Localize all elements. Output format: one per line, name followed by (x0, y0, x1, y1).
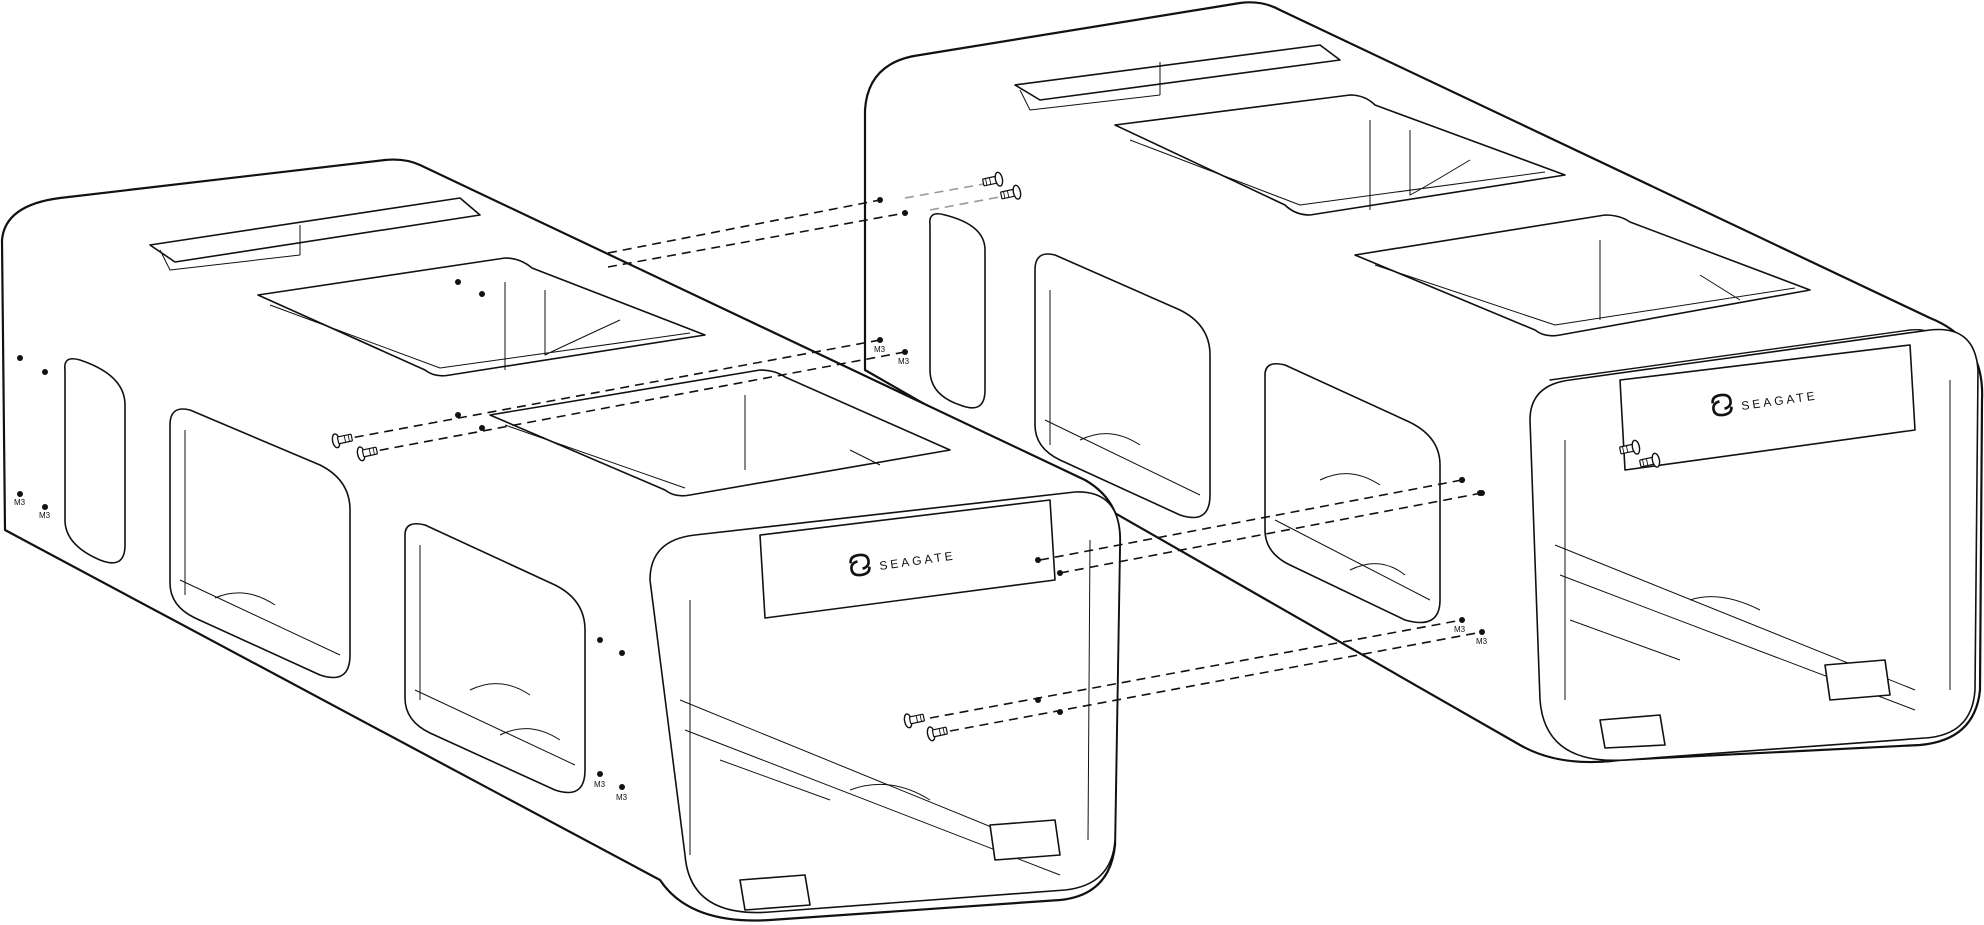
screw-group-bottom-right (1619, 439, 1661, 468)
rear-top-opening-2 (1114, 94, 1566, 216)
screw-group-bottom-left (903, 713, 948, 742)
front-front-panel (759, 499, 1056, 619)
rear-side-window-2 (1034, 253, 1211, 519)
screw (1000, 184, 1022, 200)
screw (356, 446, 378, 462)
front-size-label-2: M3 (39, 511, 51, 520)
front-side-window-1 (63, 357, 126, 564)
rear-size-label-4: M3 (898, 357, 910, 366)
screw-group-top-left (331, 433, 378, 462)
front-size-label-4: M3 (616, 793, 628, 802)
rear-enclosure: SEAGATE M3 M3 (863, 1, 1984, 764)
front-size-label-3: M3 (594, 780, 606, 789)
rear-size-label-2: M3 (1476, 637, 1488, 646)
screw-group-top-right (982, 171, 1022, 200)
assembly-guide-lines (339, 181, 1483, 732)
seagate-logo-icon (1711, 393, 1733, 417)
screw (1619, 439, 1641, 455)
rear-size-label-3: M3 (874, 345, 886, 354)
screw (1639, 452, 1661, 468)
seagate-logo-icon (849, 553, 871, 577)
front-top-opening-3 (489, 369, 951, 497)
rear-front-panel (1619, 344, 1916, 471)
rear-side-window-3 (1264, 362, 1441, 624)
screw (982, 171, 1004, 187)
rear-top-opening-3 (1354, 214, 1811, 337)
front-top-opening-1 (149, 197, 481, 263)
rear-side-window-1 (928, 212, 986, 409)
rear-top-opening-1 (1014, 44, 1341, 101)
front-side-window-2 (169, 408, 351, 679)
front-size-label-1: M3 (14, 498, 26, 507)
screw (926, 726, 948, 742)
rear-size-label-1: M3 (1454, 625, 1466, 634)
front-enclosure: SEAGATE M3 M3 M3 M3 (0, 158, 1122, 922)
screw (331, 433, 353, 449)
screw (903, 713, 925, 729)
front-side-window-3 (404, 522, 586, 794)
